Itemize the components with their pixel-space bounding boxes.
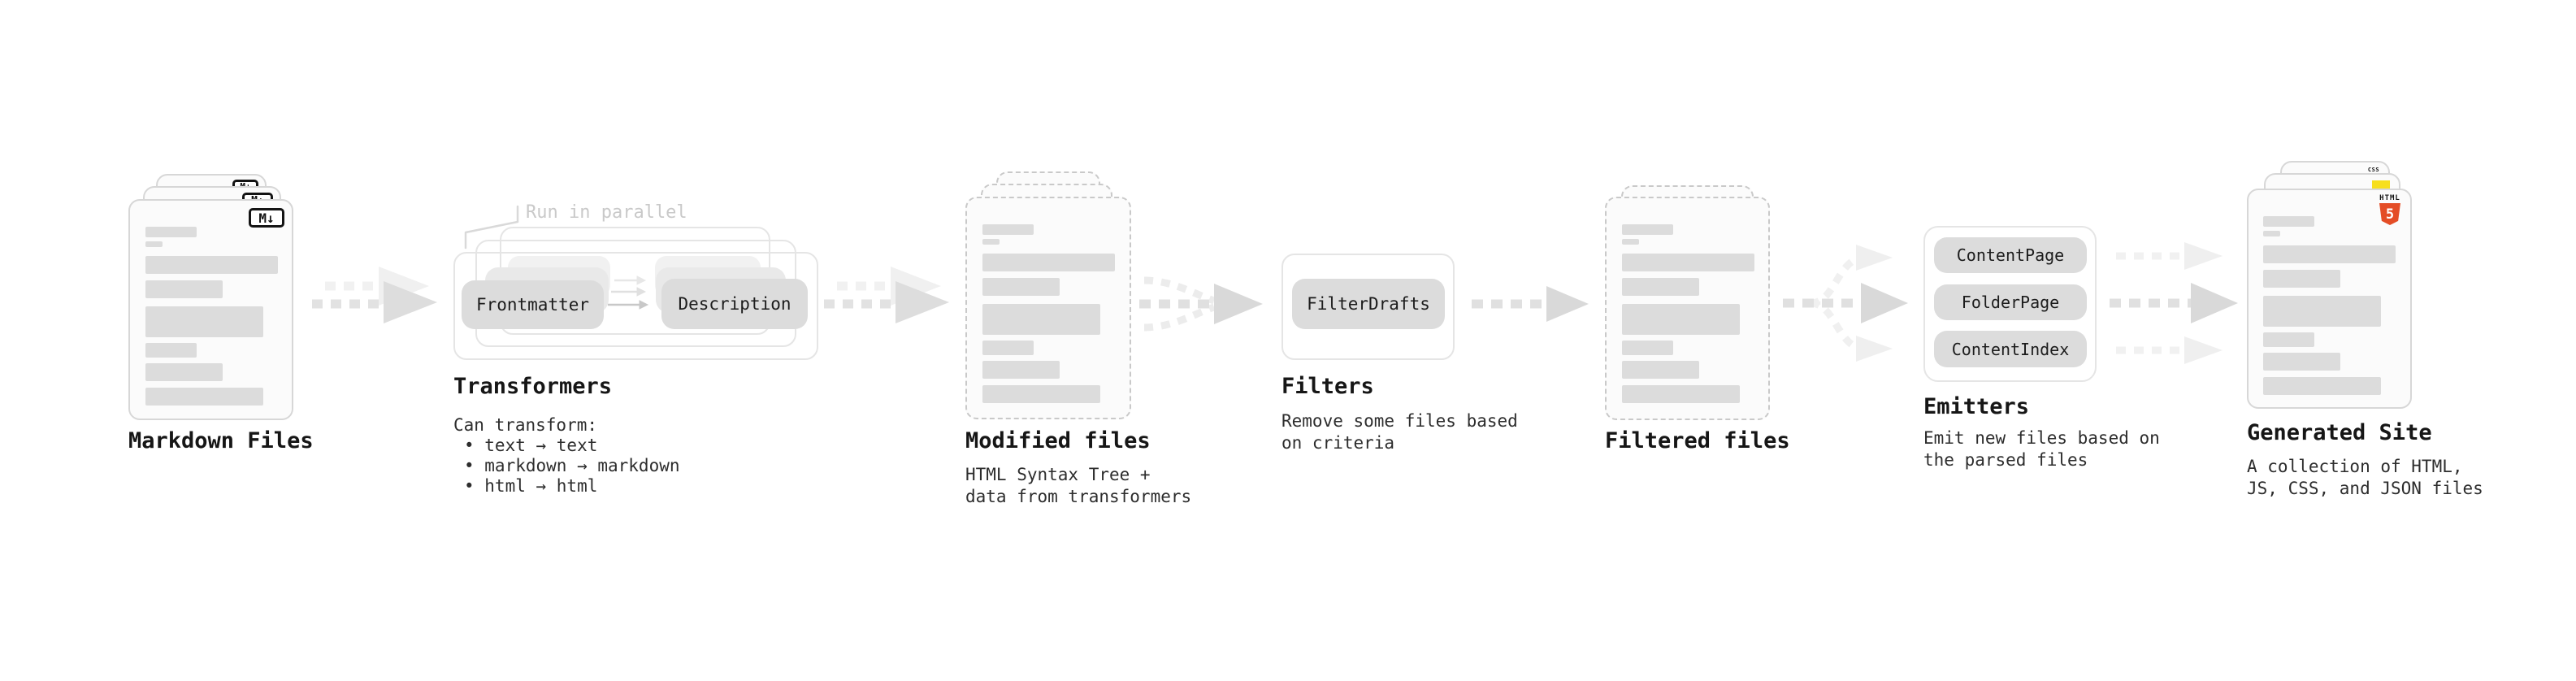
emitters-title: Emitters [1923,394,2030,419]
doc-text-line [1622,239,1639,245]
doc-text-line [145,388,263,406]
html5-shield: 5 [2379,203,2400,225]
filtered-files-title: Filtered files [1605,428,1790,453]
doc-text-line [982,278,1060,296]
doc-text-line [982,254,1115,271]
fanout-arrow-icon [1783,245,1908,362]
doc-text-line [982,340,1034,355]
transformers-bullet: • html → html [464,476,598,496]
transformers-description: Can transform: • text → text • markdown … [453,415,680,497]
filters-title: Filters [1281,374,1374,399]
subtitle-line: data from transformers [965,487,1192,506]
css-label: CSS [2367,167,2380,173]
folder-page-pill: FolderPage [1934,284,2087,320]
markdown-icon: M↓ [249,208,284,228]
flow-arrow-icon [312,267,437,323]
doc-text-line [145,241,163,247]
transformers-title: Transformers [453,374,613,399]
flow-arrow-icon [824,267,949,323]
doc-text-line [1622,385,1740,403]
subtitle-line: HTML Syntax Tree + [965,465,1151,484]
doc-text-line [982,224,1034,235]
site-file-card: HTML 5 [2247,189,2412,409]
frontmatter-pill: Frontmatter [462,280,604,329]
doc-text-line [145,363,223,381]
filter-drafts-pill: FilterDrafts [1292,279,1445,329]
doc-text-lines [145,227,278,406]
doc-text-line [2263,377,2381,395]
doc-text-line [145,280,223,298]
generated-site-title: Generated Site [2247,420,2432,445]
doc-text-line [1622,304,1740,335]
doc-text-line [1622,254,1754,271]
doc-text-line [2263,216,2314,227]
doc-text-line [145,306,263,337]
doc-text-lines [982,224,1115,403]
flow-arrow-icon [1472,286,1589,322]
subtitle-line: the parsed files [1923,450,2088,470]
html5-label: HTML [2379,194,2400,202]
emitters-subtitle: Emit new files based on the parsed files [1923,428,2160,472]
filtered-file-card [1605,197,1770,420]
annotation-leader-line [464,205,519,249]
generated-site-subtitle: A collection of HTML, JS, CSS, and JSON … [2247,457,2483,501]
transform-arrow-icon [608,275,649,310]
filters-subtitle: Remove some files based on criteria [1281,411,1518,455]
transformers-bullet: • markdown → markdown [464,456,680,475]
doc-text-line [1622,340,1673,355]
doc-text-line [145,256,278,274]
subtitle-line: A collection of HTML, [2247,457,2463,476]
doc-text-line [2263,270,2340,288]
description-pill: Description [661,279,808,329]
modified-file-card [965,197,1131,419]
subtitle-line: Remove some files based [1281,411,1518,431]
subtitle-line: Emit new files based on [1923,428,2160,448]
markdown-files-title: Markdown Files [128,428,314,453]
transformers-desc-heading: Can transform: [453,415,598,435]
doc-text-lines [2263,216,2396,395]
doc-text-line [982,304,1100,335]
modified-files-subtitle: HTML Syntax Tree + data from transformer… [965,465,1191,509]
subtitle-line: JS, CSS, and JSON files [2247,479,2483,498]
content-index-pill: ContentIndex [1934,331,2087,367]
doc-text-line [145,343,197,358]
doc-text-line [145,227,197,237]
parallel-arrows-icon [2110,242,2238,364]
doc-text-line [2263,231,2280,236]
doc-text-line [2263,296,2381,327]
transformers-bullet: • text → text [464,436,598,455]
doc-text-line [2263,353,2340,371]
transformer-frame [453,252,818,360]
content-page-pill: ContentPage [1934,237,2087,273]
doc-text-line [2263,245,2396,263]
doc-text-line [982,385,1100,403]
run-in-parallel-annotation: Run in parallel [526,202,687,223]
doc-text-line [1622,278,1699,296]
doc-text-line [982,239,1000,245]
modified-files-title: Modified files [965,428,1151,453]
doc-text-line [1622,224,1673,235]
subtitle-line: on criteria [1281,433,1395,453]
doc-text-line [982,361,1060,379]
merge-arrow-icon [1139,276,1263,332]
doc-text-line [1622,361,1699,379]
javascript-icon [2372,180,2390,190]
doc-text-lines [1622,224,1754,403]
markdown-file-card: M↓ [128,199,293,420]
html5-icon: HTML 5 [2378,194,2402,225]
doc-text-line [2263,332,2314,347]
